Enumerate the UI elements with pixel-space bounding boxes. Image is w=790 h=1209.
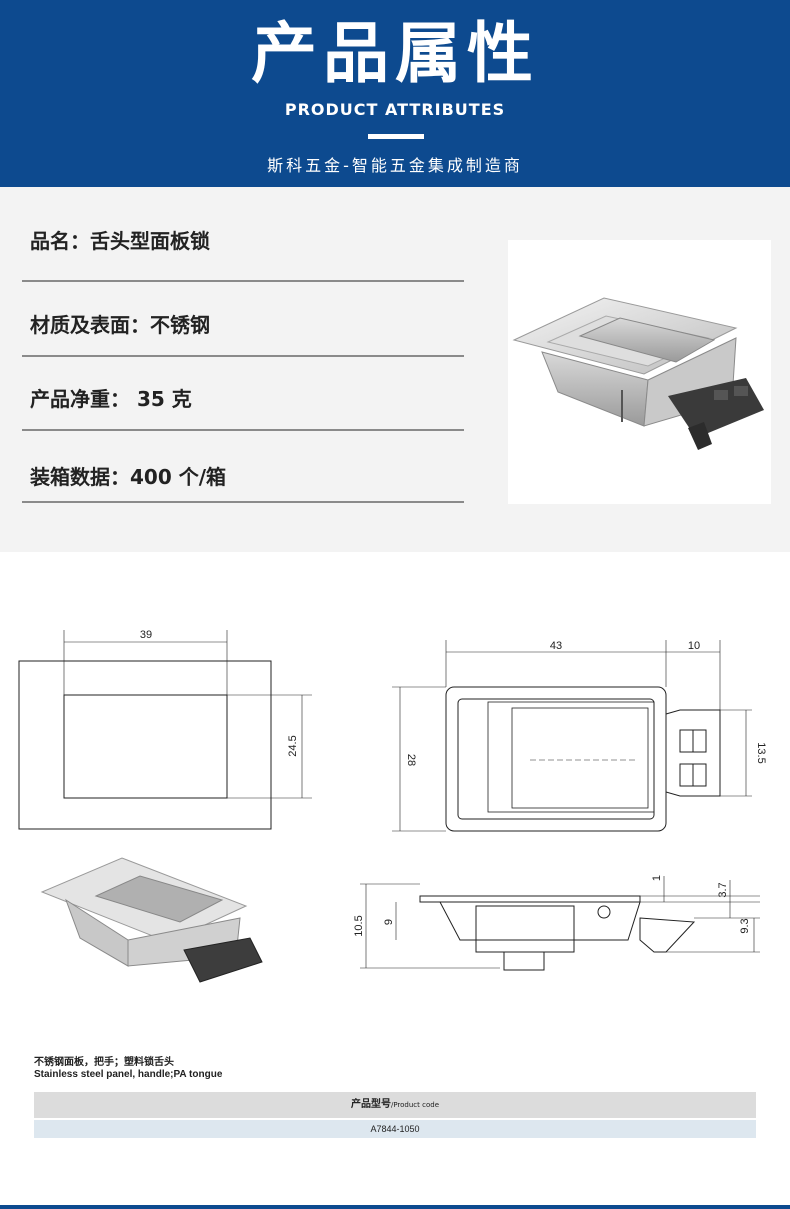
attr-packing: 装箱数据：400 个/箱 [22, 461, 464, 503]
technical-drawing: 39 24.5 43 10 28 13.5 1 3.7 9.3 10.5 9 [0, 600, 790, 1040]
product-code-header-cn: 产品型号 [350, 1099, 391, 1110]
material-note-cn: 不锈钢面板，把手；塑料锁舌头 [34, 1057, 174, 1068]
dim-profile-body: 9 [383, 919, 395, 925]
dim-front-width: 39 [140, 629, 152, 641]
company-tagline: 斯科五金-智能五金集成制造商 [267, 156, 523, 175]
dimension-drawings: 39 24.5 43 10 28 13.5 1 3.7 9.3 10.5 9 [18, 629, 767, 983]
attributes-section: 品名：舌头型面板锁 材质及表面：不锈钢 产品净重： 35 克 装箱数据：400 … [0, 187, 790, 552]
header-banner: 产品属性 PRODUCT ATTRIBUTES 斯科五金-智能五金集成制造商 [0, 0, 790, 187]
product-code-row: A7844-1050 [34, 1120, 756, 1138]
attr-product-name: 品名：舌头型面板锁 [22, 225, 464, 282]
dim-profile-total: 10.5 [353, 915, 365, 936]
product-code-header: 产品型号/Product code [34, 1092, 756, 1118]
dim-side-height: 28 [405, 754, 417, 766]
dim-side-tongue: 10 [688, 640, 700, 652]
material-note-en: Stainless steel panel, handle;PA tongue [34, 1069, 223, 1080]
dim-front-height: 24.5 [287, 735, 299, 756]
page-subtitle: PRODUCT ATTRIBUTES [284, 100, 506, 119]
attr-material: 材质及表面：不锈钢 [22, 309, 464, 357]
attr-weight: 产品净重： 35 克 [22, 383, 464, 431]
header-divider [368, 134, 424, 139]
dim-profile-flange: 1 [651, 875, 663, 881]
lock-render-image [512, 297, 764, 450]
product-code-header-en: /Product code [390, 1101, 440, 1109]
page-title: 产品属性 [251, 15, 539, 92]
material-note: 不锈钢面板，把手；塑料锁舌头 Stainless steel panel, ha… [34, 1057, 222, 1081]
dim-profile-top: 3.7 [717, 882, 729, 897]
product-photo [508, 240, 771, 504]
dim-profile-tongue: 9.3 [739, 918, 751, 933]
footer-line [0, 1205, 790, 1209]
dim-side-length: 43 [550, 640, 562, 652]
dim-side-tongue-height: 13.5 [755, 742, 767, 763]
